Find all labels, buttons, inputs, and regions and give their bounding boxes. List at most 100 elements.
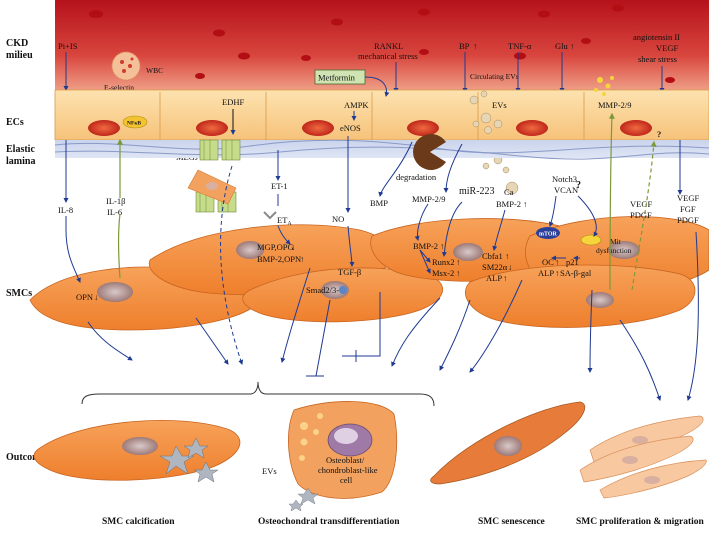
bmp2-opn-label: BMP-2,OPN [257, 254, 301, 264]
mtor-badge [536, 227, 560, 239]
mit-badge [580, 234, 602, 246]
row-label-outcomes: Outcomes [6, 452, 49, 463]
osteo-cell-text-2: chondroblast-like [318, 465, 378, 475]
osteo-cell-text-3: cell [340, 475, 353, 485]
alp-up: ↑ [503, 273, 507, 283]
oc-label: OC [542, 257, 554, 267]
stimulus-glu-up: ↑ [570, 41, 574, 51]
question-mid-label: ? [576, 180, 581, 191]
edhf-label: EDHF [222, 97, 244, 107]
outcome-calcification: SMC calcification [102, 517, 175, 527]
stimulus-rankl: RANKL [374, 41, 403, 51]
mgp-opg-label: MGP,OPG [257, 242, 294, 252]
p21-label: p21 [566, 257, 579, 267]
row-label-milieu: milieu [6, 50, 33, 61]
wbc-label: WBC [146, 66, 163, 75]
ampk-label: AMPK [344, 100, 369, 110]
bmp2-low-label: BMP-2 [413, 241, 438, 251]
vcan-label: VCAN [554, 185, 578, 195]
megj-junction [187, 139, 241, 213]
blue-arrows [63, 136, 699, 401]
vegf-fgf-3: PDGF [677, 215, 699, 225]
phospho-icon [339, 286, 347, 294]
bmp2-opn-up: ↑ [300, 254, 304, 264]
stimulus-tnf: TNF-α [508, 41, 532, 51]
bmp2-mid-up: ↑ [523, 199, 527, 209]
osteo-cell-text-1: Osteoblast/ [326, 455, 365, 465]
metformin-label: Metformin [318, 73, 356, 83]
mit-label-1: Mit [610, 237, 622, 246]
enos-label: eNOS [340, 123, 361, 133]
row-label-lamina: lamina [6, 156, 35, 167]
stimulus-mech-stress: mechanical stress [358, 51, 418, 61]
mit-label-2: dysfunction [596, 246, 632, 255]
mmp29-top-label: MMP-2/9 [598, 100, 632, 110]
sm22a-down: ↓ [508, 262, 512, 272]
runx2-label: Runx2 [432, 257, 455, 267]
mtor-label: mTOR [539, 232, 558, 238]
degradation-shape [413, 134, 446, 171]
alp2-label: ALP [538, 268, 554, 278]
mir223-label: miR-223 [459, 186, 495, 197]
eta-receptor [263, 211, 277, 220]
oc-up: ↑ [555, 257, 559, 267]
megj-dashed-arrow [220, 165, 244, 365]
no-label: NO [332, 214, 344, 224]
vegf-pdgf-2: PDGF [630, 210, 652, 220]
yellow-dots [594, 76, 614, 96]
mmp29-mid-label: MMP-2/9 [412, 194, 446, 204]
eta-sub: A [287, 221, 292, 227]
alp2-up: ↑ [555, 268, 559, 278]
row-label-ckd: CKD [6, 38, 28, 49]
outcome-brace [81, 381, 435, 407]
sa-gal-label: SA-β-gal [560, 268, 592, 278]
smc-layer [29, 216, 709, 331]
outcome-osteo: Osteochondral transdifferentiation [258, 517, 400, 527]
stimulus-pi-is: Pi+IS [58, 41, 78, 51]
runx2-up: ↑ [456, 257, 460, 267]
il6-label: IL-6 [107, 207, 122, 217]
alp-label: ALP [486, 273, 502, 283]
stimulus-bp: BP [459, 41, 470, 51]
outcome-evs-label: EVs [262, 466, 277, 476]
cbfa1-up: ↑ [505, 251, 509, 261]
row-label-ecs: ECs [6, 117, 24, 128]
osteochondral-cell [288, 401, 398, 512]
stimulus-glu: Glu [555, 41, 569, 51]
stimulus-shear: shear stress [638, 54, 677, 64]
msx2-up: ↑ [456, 268, 460, 278]
mgp-opg-down: ↓ [291, 242, 295, 252]
outcome-prolif: SMC proliferation & migration [576, 517, 705, 527]
proliferation-cells [579, 415, 707, 499]
stimulus-bp-up: ↑ [473, 41, 477, 51]
ev-particles [469, 90, 519, 195]
stimulus-angiotensin: angiotensin II [633, 32, 680, 42]
cbfa1-label: Cbfa1 [482, 251, 503, 261]
sm22a-label: SM22α [482, 262, 508, 272]
ca-label: Ca [504, 187, 514, 197]
opn-label: OPN [76, 292, 93, 302]
row-label-smcs: SMCs [6, 288, 32, 299]
question-top-label: ? [657, 129, 661, 139]
bmp-left-label: BMP [370, 198, 388, 208]
bmp2-low-up: ↑ [440, 241, 444, 251]
smad-label: Smad2/3- [306, 285, 339, 295]
nfkb-label: NFκB [127, 121, 141, 127]
vegf-fgf-1: VEGF [677, 193, 699, 203]
degradation-label: degradation [396, 172, 437, 182]
stimulus-arrows [63, 52, 665, 93]
tgfb-label: TGF-β [338, 267, 361, 277]
nfkb-badge: NFκB [122, 115, 148, 129]
notch3-label: Notch3 [552, 174, 577, 184]
green-arrows [117, 112, 657, 291]
vegf-pdgf-1: VEGF [630, 199, 652, 209]
il8-label: IL-8 [58, 205, 73, 215]
et1-label: ET-1 [271, 181, 288, 191]
stimulus-vegf: VEGF [656, 43, 678, 53]
calcification-cell [33, 420, 241, 483]
opn-down: ↓ [94, 292, 98, 302]
wbc-cell [111, 51, 141, 81]
evs-label: EVs [492, 100, 507, 110]
